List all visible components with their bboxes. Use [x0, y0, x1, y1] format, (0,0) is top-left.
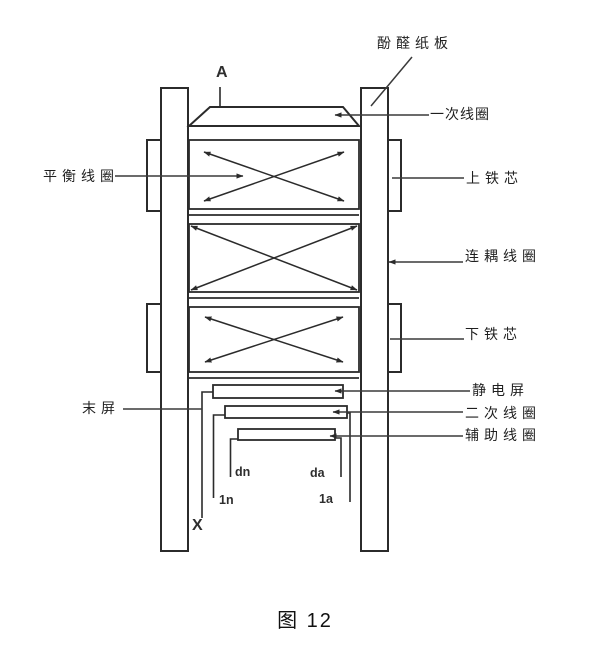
balance-coil-box: [188, 139, 360, 210]
balance-coil-cross-2: [203, 151, 345, 202]
terminal-dn-label: dn: [235, 465, 250, 479]
end-shield-label: 末屏: [82, 401, 120, 417]
terminal-1n-label: 1n: [219, 493, 234, 507]
terminal-1a-lead: [347, 412, 351, 502]
upper-iron-core-label: 上铁芯: [466, 171, 523, 187]
terminal-dn-lead: [229, 438, 238, 477]
lower-right-core-tab: [387, 303, 402, 373]
auxiliary-coil-label: 辅助线圈: [465, 428, 541, 444]
core-limbs: [160, 87, 389, 552]
phenolic-board-label: 酚醛纸板: [377, 36, 453, 52]
balance-coil-label: 平衡线圈: [43, 169, 119, 185]
lower-coil-cross-2: [204, 316, 344, 363]
terminal-a-label: A: [216, 64, 228, 81]
terminal-1n-lead: [212, 414, 225, 498]
right-core-limb: [360, 87, 389, 552]
figure-caption: 图 12: [277, 610, 333, 632]
terminal-1a-label: 1a: [319, 492, 334, 506]
left-core-limb: [160, 87, 189, 552]
lower-left-core-tab: [146, 303, 162, 373]
terminal-x-label: X: [192, 517, 203, 534]
coupling-coil-cross-2: [190, 225, 358, 291]
lower-iron-core-label: 下铁芯: [465, 327, 522, 343]
winding-stack: [188, 139, 360, 379]
secondary-coil-label: 二次线圈: [465, 406, 541, 422]
electrostatic-shield-label: 静电屏: [472, 383, 529, 399]
primary-coil-shape: [186, 106, 362, 127]
terminal-da-label: da: [310, 466, 326, 480]
terminal-da-lead: [335, 437, 342, 477]
terminal-leads: [201, 87, 351, 518]
label-leader-lines: [115, 56, 470, 439]
primary-coil-label: 一次线圈: [430, 107, 490, 123]
coupling-coil-label: 连耦线圈: [465, 249, 541, 265]
upper-right-core-tab: [387, 139, 402, 212]
coupling-coil-box: [188, 223, 360, 293]
lower-coil-box: [188, 306, 360, 373]
phenolic-board-leader: [370, 56, 413, 107]
terminal-x-lead: [201, 391, 213, 518]
